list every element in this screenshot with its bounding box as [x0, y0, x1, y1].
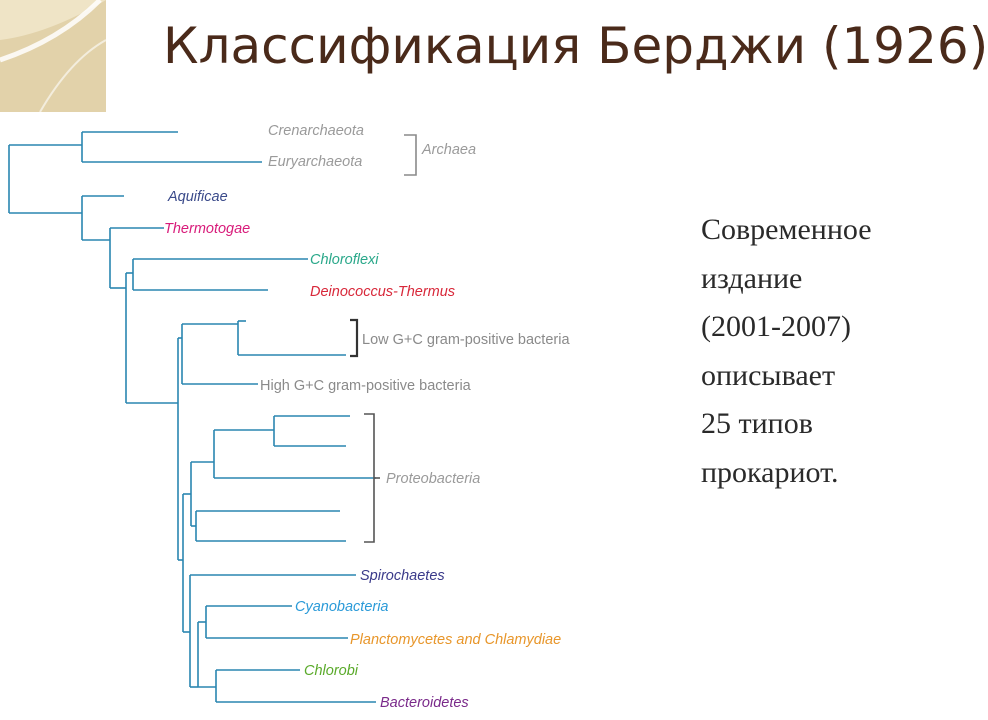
- phylogenetic-tree: Crenarchaeota Euryarchaeota Archaea Aqui…: [8, 123, 570, 711]
- side-text-line: прокариот.: [701, 455, 839, 489]
- taxon-label-proteobacteria: Proteobacteria: [386, 471, 480, 487]
- side-text-line: 25 типов: [701, 407, 813, 440]
- side-text-line: описывает: [701, 358, 836, 392]
- tree-branches: [8, 131, 376, 703]
- taxon-label-aquificae: Aquificae: [167, 189, 228, 205]
- side-text-line: Современное: [701, 213, 872, 246]
- taxon-label-cyanobacteria: Cyanobacteria: [295, 599, 389, 615]
- taxon-label-deinococcus-thermus: Deinococcus-Thermus: [310, 284, 455, 300]
- taxon-label-thermotogae: Thermotogae: [164, 221, 250, 237]
- corner-decoration: [0, 0, 107, 113]
- side-text-line: издание: [701, 261, 803, 295]
- side-text-line: (2001-2007): [701, 310, 851, 343]
- group-label-archaea: Archaea: [421, 142, 476, 158]
- taxon-label-low-gc: Low G+C gram-positive bacteria: [362, 332, 570, 348]
- taxon-label-high-gc: High G+C gram-positive bacteria: [260, 378, 472, 394]
- slide-title: Классификация Берджи (1926): [163, 17, 988, 75]
- group-brackets: [350, 134, 417, 543]
- taxon-label-chloroflexi: Chloroflexi: [310, 252, 379, 268]
- taxon-label-bacteroidetes: Bacteroidetes: [380, 695, 469, 711]
- archaea-bracket: [404, 134, 417, 176]
- side-text: Современное издание (2001-2007) описывае…: [701, 206, 951, 497]
- taxon-label-chlorobi: Chlorobi: [304, 663, 359, 679]
- taxon-label-planctomycetes-chlamydiae: Planctomycetes and Chlamydiae: [350, 632, 561, 648]
- low-gc-bracket: [350, 318, 359, 358]
- taxon-label-spirochaetes: Spirochaetes: [360, 568, 445, 584]
- taxon-label-euryarchaeota: Euryarchaeota: [268, 154, 362, 170]
- taxon-label-crenarchaeota: Crenarchaeota: [268, 123, 364, 139]
